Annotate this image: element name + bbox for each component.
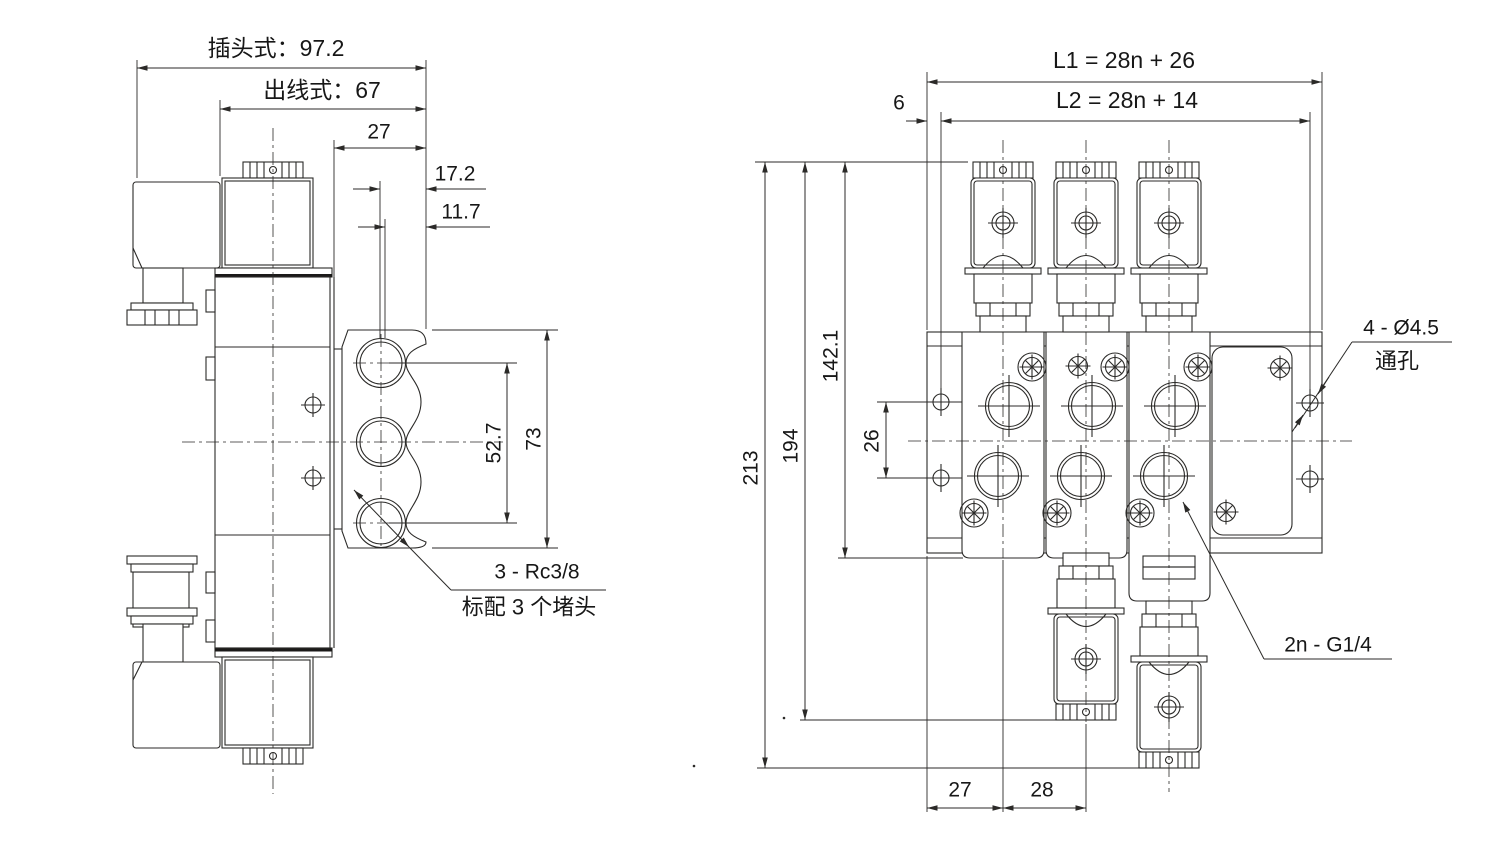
mounting-screw: [1184, 353, 1212, 381]
din-connector-top: [126, 181, 221, 326]
dim-label-6: 6: [893, 92, 905, 115]
dim-label-26: 26: [861, 429, 884, 452]
din-connector-bottom: [126, 555, 221, 749]
pilot-hole: [301, 466, 325, 490]
label-through-hole: 通孔: [1375, 349, 1419, 374]
dim-27-28-bottom: 27 28: [926, 556, 1087, 812]
dim-L1: L1 = 28n + 26: [926, 47, 1323, 330]
dim-label-28: 28: [1030, 779, 1053, 802]
dim-label-lead-wire: 出线式：67: [263, 77, 381, 103]
dim-L2: L2 = 28n + 14: [940, 87, 1311, 393]
label-g14: 2n - G1/4: [1284, 634, 1372, 657]
station-3-body: [1128, 331, 1211, 602]
dim-label-213: 213: [740, 450, 763, 485]
pilot-hole: [301, 393, 325, 417]
dim-label-L2: L2 = 28n + 14: [1056, 87, 1198, 113]
dim-label-27: 27: [367, 121, 390, 144]
label-rc38: 3 - Rc3/8: [494, 561, 579, 584]
valve-body: [205, 267, 335, 658]
dim-label-27: 27: [948, 779, 971, 802]
dim-label-194: 194: [780, 428, 803, 463]
label-through-hole-spec: 4 - Ø4.5: [1363, 317, 1439, 340]
callout-g14: 2n - G1/4: [1182, 501, 1392, 660]
label-plug-note: 标配 3 个堵头: [462, 595, 596, 620]
dim-142-1: 142.1: [820, 162, 963, 559]
dim-213: 213: [740, 162, 1142, 769]
dim-lead-wire-type: 出线式：67: [219, 77, 426, 176]
dim-plug-type: 插头式：97.2: [136, 35, 427, 329]
dim-52-7: 52.7: [389, 362, 517, 524]
left-view: 插头式：97.2 出线式：67 27 17.2 11.7: [126, 35, 606, 794]
dim-label-142-1: 142.1: [820, 330, 843, 383]
coil-bottom: [221, 656, 314, 765]
dim-label-17-2: 17.2: [435, 163, 476, 186]
coil-top: [221, 161, 314, 269]
dim-73: 73: [432, 329, 558, 549]
dim-label-73: 73: [523, 427, 546, 450]
mounting-screw: [1043, 499, 1071, 527]
dim-label-L1: L1 = 28n + 26: [1053, 47, 1195, 73]
station-2-body: [1045, 331, 1128, 559]
mounting-screw: [1126, 499, 1154, 527]
callout-through-hole: 4 - Ø4.5 通孔: [1291, 317, 1452, 433]
dim-26: 26: [861, 401, 962, 479]
dim-label-plug-type: 插头式：97.2: [208, 35, 345, 61]
mounting-screw: [1101, 353, 1129, 381]
dim-6: 6: [893, 92, 927, 124]
dim-194: 194: [780, 162, 1058, 721]
dim-label-11-7: 11.7: [441, 201, 480, 224]
dim-11-7: 11.7: [358, 201, 490, 338]
callout-rc38: 3 - Rc3/8 标配 3 个堵头: [353, 489, 606, 620]
mounting-screw: [960, 499, 988, 527]
dim-17-2: 17.2: [353, 163, 486, 338]
dim-label-52-7: 52.7: [483, 423, 506, 464]
right-view: L1 = 28n + 26 L2 = 28n + 14 6 213 194 14…: [692, 47, 1452, 812]
dim-27-left: 27: [333, 121, 426, 345]
mounting-screw: [1018, 353, 1046, 381]
